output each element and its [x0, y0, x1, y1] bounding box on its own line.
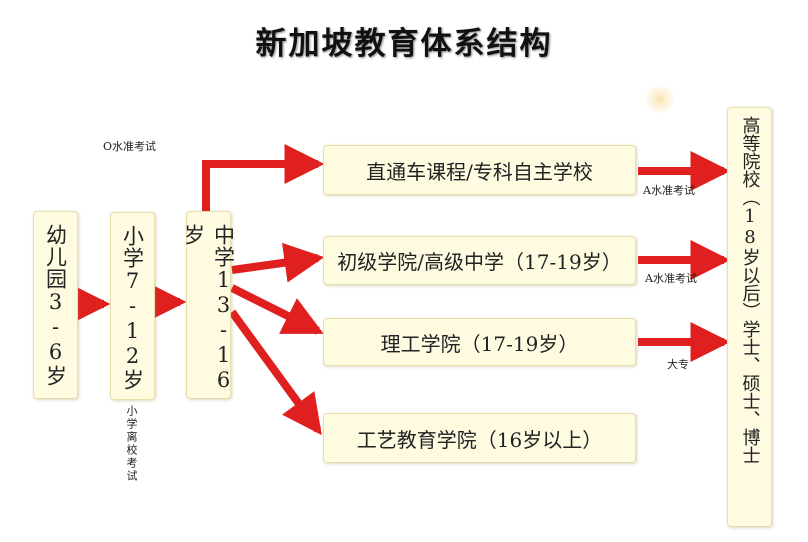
secondary-school-box: 中学13-16岁 — [182, 211, 236, 399]
arrow-secondary-to-polytechnic — [230, 284, 324, 335]
o-level-exam-label: O水准考试 — [103, 140, 157, 153]
secondary-school-label: 中学13-16岁 — [181, 224, 236, 393]
diploma-label: 大专 — [667, 358, 689, 371]
polytechnic-box: 理工学院（17-19岁） — [323, 318, 636, 366]
a-level-exam-label-2: A水准考试 — [645, 272, 697, 285]
ite-box: 工艺教育学院（16岁以上） — [323, 413, 636, 463]
a-level-exam-label-1: A水准考试 — [643, 184, 695, 197]
psle-exam-label: 小学离校考试 — [125, 405, 138, 483]
polytechnic-label: 理工学院（17-19岁） — [380, 331, 579, 356]
university-label: 高等院校（18岁以后）学士、硕士、博士 — [739, 116, 761, 464]
ite-label: 工艺教育学院（16岁以上） — [356, 427, 603, 452]
kindergarten-label: 幼儿园3-6岁 — [43, 224, 68, 387]
university-box: 高等院校（18岁以后）学士、硕士、博士 — [727, 107, 772, 527]
junior-college-box: 初级学院/高级中学（17-19岁） — [323, 236, 636, 285]
junior-college-label: 初级学院/高级中学（17-19岁） — [337, 250, 622, 274]
direct-through-box: 直通车课程/专科自主学校 — [323, 145, 636, 195]
arrow-secondary-to-direct — [202, 144, 325, 213]
decorative-glow — [645, 84, 675, 114]
direct-through-label: 直通车课程/专科自主学校 — [366, 159, 593, 184]
arrow-secondary-to-junior-college — [231, 242, 325, 283]
kindergarten-box: 幼儿园3-6岁 — [33, 211, 78, 399]
arrow-secondary-to-ite — [228, 309, 322, 436]
primary-school-label: 小学7-12岁 — [120, 225, 145, 391]
primary-school-box: 小学7-12岁 — [110, 212, 155, 400]
diagram-title: 新加坡教育体系结构 — [255, 26, 553, 62]
